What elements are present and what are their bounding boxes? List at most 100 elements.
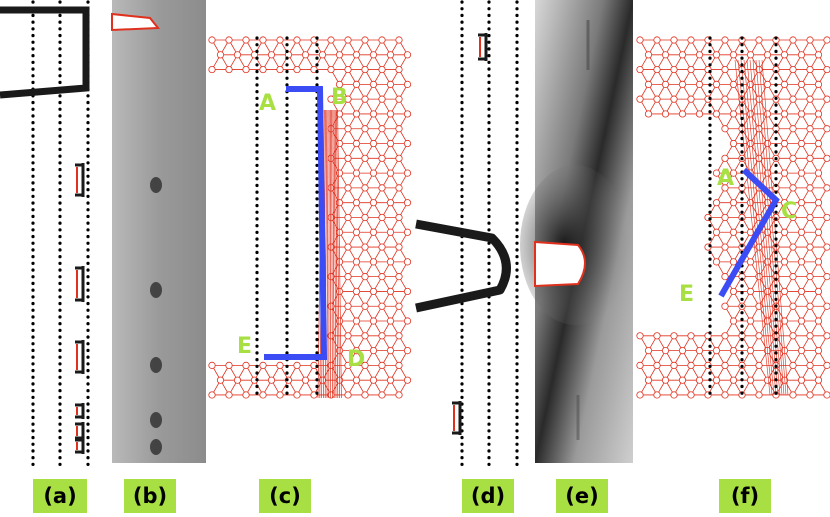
mesh-f-node [661,110,670,118]
mesh-f-node [789,95,797,103]
mesh-c-node [293,36,301,44]
mesh-c-node [378,332,386,340]
panel-label-f: (f) [719,479,771,513]
mesh-f-node [755,36,763,44]
surface-edge-b [111,12,161,32]
mesh-f-node [755,361,763,369]
mesh-f-node [661,80,670,88]
mesh-c-node [361,391,369,399]
mesh-c-refinement-line [333,109,337,399]
mesh-f-node [755,391,763,399]
mesh-f-refinement-line [761,59,789,396]
mesh-f-node [644,51,653,59]
defect-marker-a-0 [75,163,85,197]
mesh-f-node [814,317,823,325]
mesh-c-node [386,199,395,207]
probe-shape-a [0,6,90,99]
panel-c: A B E D [208,36,412,399]
mesh-c-node [301,376,310,384]
panel-label-b: (b) [124,479,176,513]
mesh-c-refinement-line [336,109,340,399]
mesh-f-node [721,125,729,133]
singularity-b-0 [150,177,162,193]
mesh-c-node [259,65,267,74]
mesh-f-node [695,376,704,384]
mesh-f-node [780,139,789,148]
mesh-f-node [823,332,830,340]
mesh-f-node [806,273,814,281]
mesh-f-node [729,80,738,88]
mesh-f-node [746,346,755,355]
mesh-f-node [780,228,789,236]
mesh-c-node [293,391,301,399]
mesh-f-node [763,287,772,296]
mesh-f-node [763,51,772,59]
mesh-f-node [806,65,814,74]
mesh-c-node [293,65,301,74]
mesh-f-node [823,361,830,369]
mesh-c-node [335,169,344,177]
mesh-c-node [386,287,395,296]
mesh-f-node [789,154,797,162]
mesh-f-node [721,332,729,340]
mesh-f-node [789,243,797,251]
mesh-c-node [395,184,403,192]
mesh-c-node [369,346,378,355]
mesh-f-node [797,169,806,177]
mesh-f-node [823,125,830,133]
mesh-c-node [242,36,250,44]
mesh-f-node [695,80,704,88]
mesh-f-node [636,361,644,369]
mesh-c-node [403,376,412,384]
defect-marker-a-5 [75,438,85,454]
mesh-f-node [780,199,789,207]
mesh-f-node [729,169,738,177]
mesh-f-node [687,332,695,340]
mesh-f [636,36,830,399]
mesh-c-node [369,199,378,207]
mesh-f-node [814,169,823,177]
mesh-c-node [378,36,386,44]
mesh-f-node [721,273,729,281]
mesh-c-node [369,169,378,177]
defect-marker-a-4 [75,422,85,440]
mesh-f-node [729,51,738,59]
mesh-f-node [636,36,644,44]
mesh-f-node [721,213,729,222]
mesh-c-node [403,199,412,207]
mesh-f-node [823,243,830,251]
mesh-c-node [335,317,344,325]
mesh-f-node [797,376,806,384]
mesh-c-node [361,154,369,162]
mesh-f-node [729,317,738,325]
mesh-c-refinement-line [334,109,339,399]
mesh-c-node [369,287,378,296]
mesh-f-node [721,361,729,369]
mesh-f-node [721,391,729,399]
mesh-f-refinement-line [758,59,787,396]
mesh-c-node [369,376,378,384]
mesh-c-node [344,213,352,222]
mesh-c-node [344,361,352,369]
mesh-f-node [814,346,823,355]
mesh-f-node [797,110,806,118]
mesh-f-node [806,302,814,310]
mesh-c-node [403,110,412,118]
mesh-c-node [369,317,378,325]
panel-b [111,0,206,463]
mesh-c-node [386,110,395,118]
mesh-f-node [746,110,755,118]
mesh-c-node [233,376,242,384]
mesh-c-node [242,391,250,399]
mesh-f-node [746,228,755,236]
mesh-f-node [721,302,729,310]
mesh-f-node [678,110,687,118]
mesh-f-node [653,361,661,369]
mesh-c-node [395,213,403,222]
mesh-c-node [378,154,386,162]
mesh-c-node [378,125,386,133]
mesh-c-node [395,36,403,44]
mesh-f-node [670,65,678,74]
mesh-c-node [276,65,284,74]
mesh-f-node [712,258,721,266]
